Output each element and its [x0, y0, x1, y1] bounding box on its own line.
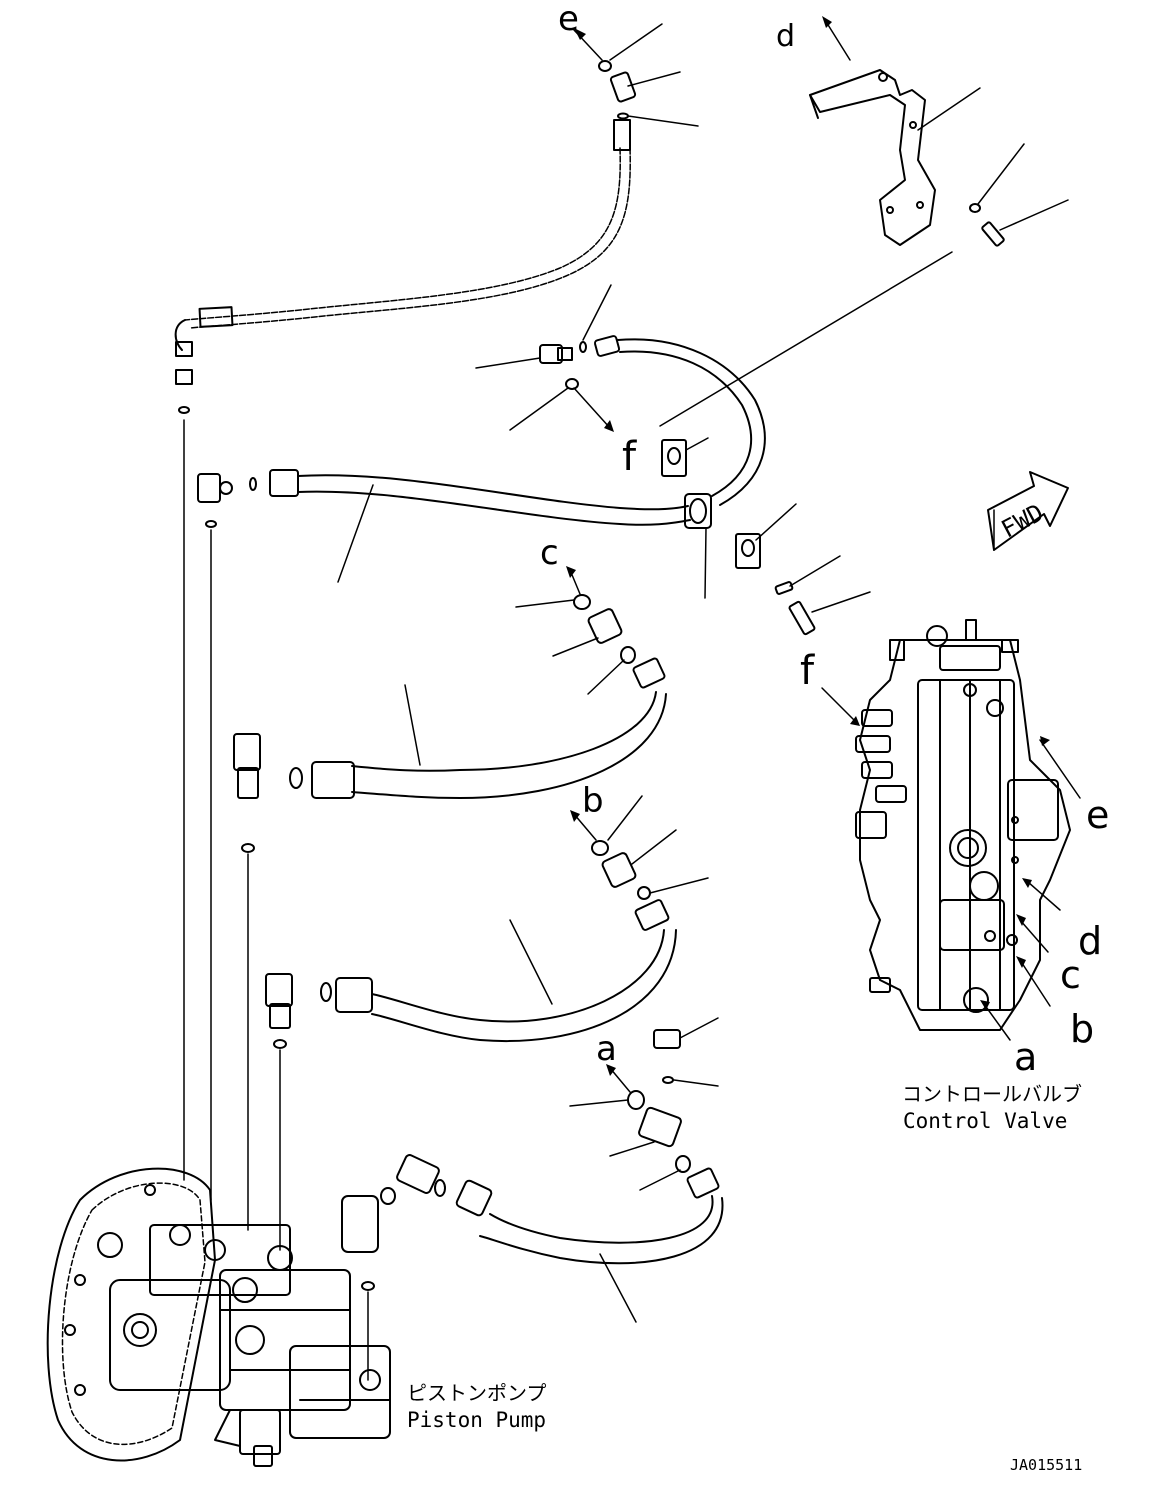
callout-d-top: d: [776, 19, 795, 54]
callout-a-pump: a: [596, 1029, 617, 1069]
callout-f-mid: f: [622, 434, 637, 480]
valve-callout-lines: [821, 687, 1081, 1041]
callout-c-pump: c: [540, 533, 559, 573]
callout-d-valve: d: [1078, 919, 1102, 963]
middle-long-hose: [197, 469, 691, 583]
long-pilot-hose: [174, 119, 631, 414]
control-valve-label-jp: コントロールバルブ: [902, 1082, 1082, 1106]
pump-leader-lines: [183, 419, 369, 1381]
callout-c-valve: c: [1060, 953, 1081, 997]
callout-a-valve: a: [1014, 1035, 1037, 1079]
figure-id: JA015511: [1010, 1456, 1082, 1474]
upper-hose: [475, 284, 766, 506]
fwd-label: FWD: [997, 498, 1048, 543]
callout-b-pump: b: [582, 781, 604, 821]
piston-pump-label-en: Piston Pump: [407, 1408, 546, 1432]
hose-b: [265, 795, 709, 1049]
hose-clamps: [661, 437, 871, 636]
hose-a: [341, 1017, 724, 1323]
callout-e-top: e: [558, 0, 579, 39]
control-valve-label-en: Control Valve: [903, 1109, 1067, 1133]
top-elbow-fitting: [598, 23, 699, 127]
callout-f-valve: f: [800, 648, 815, 694]
fwd-arrow-icon: [987, 471, 1069, 551]
callout-e-valve: e: [1086, 793, 1109, 837]
piston-pump-drawing: [46, 1167, 391, 1467]
hose-c: [233, 566, 667, 853]
mounting-bracket: [659, 16, 1069, 427]
control-valve-drawing: [855, 619, 1071, 1031]
callout-b-valve: b: [1070, 1007, 1094, 1051]
piston-pump-label-jp: ピストンポンプ: [407, 1381, 546, 1405]
